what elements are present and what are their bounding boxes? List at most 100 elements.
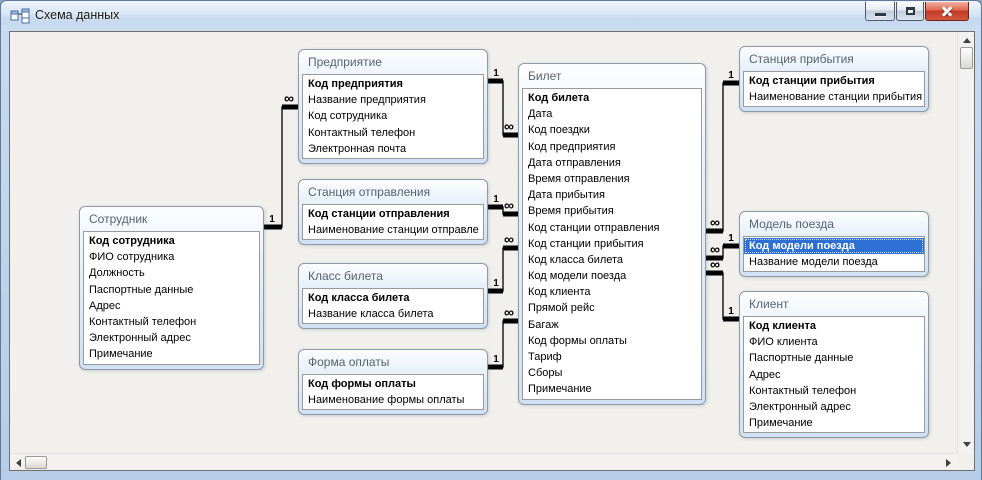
field-row[interactable]: Дата — [528, 108, 553, 121]
field-row[interactable]: Название класса билета — [308, 308, 434, 321]
field-row[interactable]: Время отправления — [528, 172, 630, 185]
entity-title: Модель поезда — [749, 217, 834, 231]
field-row[interactable]: Время прибытия — [528, 205, 614, 218]
field-row[interactable]: Код формы оплаты — [308, 378, 416, 390]
cardinality-many-label: ∞ — [710, 241, 720, 257]
field-row[interactable]: Электронный адрес — [749, 400, 851, 413]
field-row[interactable]: Код билета — [528, 92, 590, 104]
cardinality-one-label: 1 — [493, 68, 499, 79]
field-row[interactable]: Код класса билета — [528, 253, 624, 266]
scroll-down-button[interactable] — [960, 438, 973, 451]
relationship-model_poezda-bilet[interactable]: 1∞ — [706, 233, 739, 261]
scroll-left-button[interactable] — [12, 456, 25, 469]
field-row[interactable]: Название предприятия — [308, 94, 426, 107]
field-row[interactable]: Код предприятия — [308, 78, 403, 90]
cardinality-one-label: 1 — [493, 354, 499, 365]
field-row[interactable]: Код станции прибытия — [749, 75, 875, 87]
cardinality-many-label: ∞ — [710, 214, 720, 230]
horizontal-scrollbar[interactable] — [10, 453, 957, 470]
field-row[interactable]: Код клиента — [749, 320, 816, 332]
relationship-st_otpravleniya-bilet[interactable]: 1∞ — [488, 194, 518, 217]
field-row[interactable]: Контактный телефон — [89, 315, 197, 328]
field-row[interactable]: Сборы — [528, 367, 563, 380]
field-row[interactable]: Паспортные данные — [89, 283, 194, 296]
scroll-up-button[interactable] — [960, 34, 973, 47]
entity-title: Станция отправления — [308, 185, 431, 199]
relationship-klass_bileta-bilet[interactable]: 1∞ — [488, 231, 518, 294]
field-row[interactable]: Дата прибытия — [528, 189, 605, 202]
entity-title: Сотрудник — [89, 212, 148, 226]
field-row[interactable]: Код класса билета — [308, 292, 410, 304]
entity-title: Станция прибытия — [749, 52, 854, 66]
field-row[interactable]: Название модели поезда — [749, 256, 878, 269]
maximize-button[interactable] — [896, 2, 924, 21]
relationship-sotrudnik-predpriyatie[interactable]: 1∞ — [264, 90, 298, 230]
cardinality-many-label: ∞ — [504, 118, 514, 134]
maximize-icon — [905, 7, 915, 15]
field-row[interactable]: Адрес — [89, 299, 121, 312]
cardinality-one-label: 1 — [493, 278, 499, 289]
field-row[interactable]: Дата отправления — [528, 156, 621, 169]
title-bar[interactable]: Схема данных — [1, 1, 981, 31]
relationship-st_pribytiya-bilet[interactable]: 1∞ — [706, 70, 739, 234]
field-row[interactable]: Код сотрудника — [308, 110, 388, 123]
field-row[interactable]: Код поездки — [528, 124, 590, 137]
field-row[interactable]: ФИО сотрудника — [89, 251, 175, 264]
field-row[interactable]: Паспортные данные — [749, 352, 854, 365]
field-row[interactable]: Код станции прибытия — [528, 237, 644, 250]
field-row[interactable]: Должность — [89, 267, 145, 280]
field-row[interactable]: Электронная почта — [308, 142, 407, 155]
field-row[interactable]: Контактный телефон — [749, 384, 857, 397]
field-row[interactable]: Код предприятия — [528, 140, 616, 153]
cardinality-one-label: 1 — [728, 306, 734, 317]
scroll-right-button[interactable] — [942, 456, 955, 469]
minimize-button[interactable] — [865, 2, 895, 21]
field-row[interactable]: Адрес — [749, 368, 781, 381]
horizontal-scroll-thumb[interactable] — [25, 456, 47, 469]
field-row[interactable]: Примечание — [528, 383, 592, 396]
close-button[interactable] — [925, 2, 969, 21]
field-row[interactable]: Код модели поезда — [744, 238, 924, 255]
field-row[interactable]: Код формы оплаты — [528, 334, 627, 347]
cardinality-many-label: ∞ — [504, 231, 514, 247]
field-row[interactable]: Наименование формы оплаты — [308, 394, 465, 407]
field-row[interactable]: Наименование станции прибытия — [749, 91, 923, 104]
field-row[interactable]: Прямой рейс — [528, 302, 595, 315]
field-row[interactable]: Код модели поезда — [528, 270, 627, 283]
field-row[interactable]: Примечание — [749, 417, 813, 430]
field-row[interactable]: Контактный телефон — [308, 126, 416, 139]
vertical-scroll-thumb[interactable] — [960, 47, 973, 69]
vertical-scrollbar[interactable] — [957, 32, 974, 453]
field-row[interactable]: Багаж — [528, 318, 559, 331]
entity-title: Билет — [528, 69, 562, 83]
field-row[interactable]: Код сотрудника — [89, 235, 175, 247]
field-row[interactable]: ФИО клиента — [749, 336, 818, 349]
relationship-forma_oplaty-bilet[interactable]: 1∞ — [488, 304, 518, 370]
arrow-down-icon — [962, 442, 971, 447]
cardinality-one-label: 1 — [493, 194, 499, 205]
relationship-predpriyatie-bilet[interactable]: 1∞ — [488, 68, 518, 138]
field-row[interactable]: Примечание — [89, 348, 153, 361]
field-row[interactable]: Код станции отправления — [308, 208, 450, 220]
relationship-klient-bilet[interactable]: 1∞ — [706, 256, 739, 322]
field-row[interactable]: Код клиента — [528, 286, 591, 299]
window-title: Схема данных — [35, 8, 120, 22]
field-row[interactable]: Электронный адрес — [89, 332, 191, 345]
field-row[interactable]: Наименование станции отправле — [308, 224, 479, 237]
cardinality-one-label: 1 — [728, 70, 734, 81]
field-row[interactable]: Код станции отправления — [528, 221, 660, 234]
field-row[interactable]: Тариф — [528, 351, 562, 363]
